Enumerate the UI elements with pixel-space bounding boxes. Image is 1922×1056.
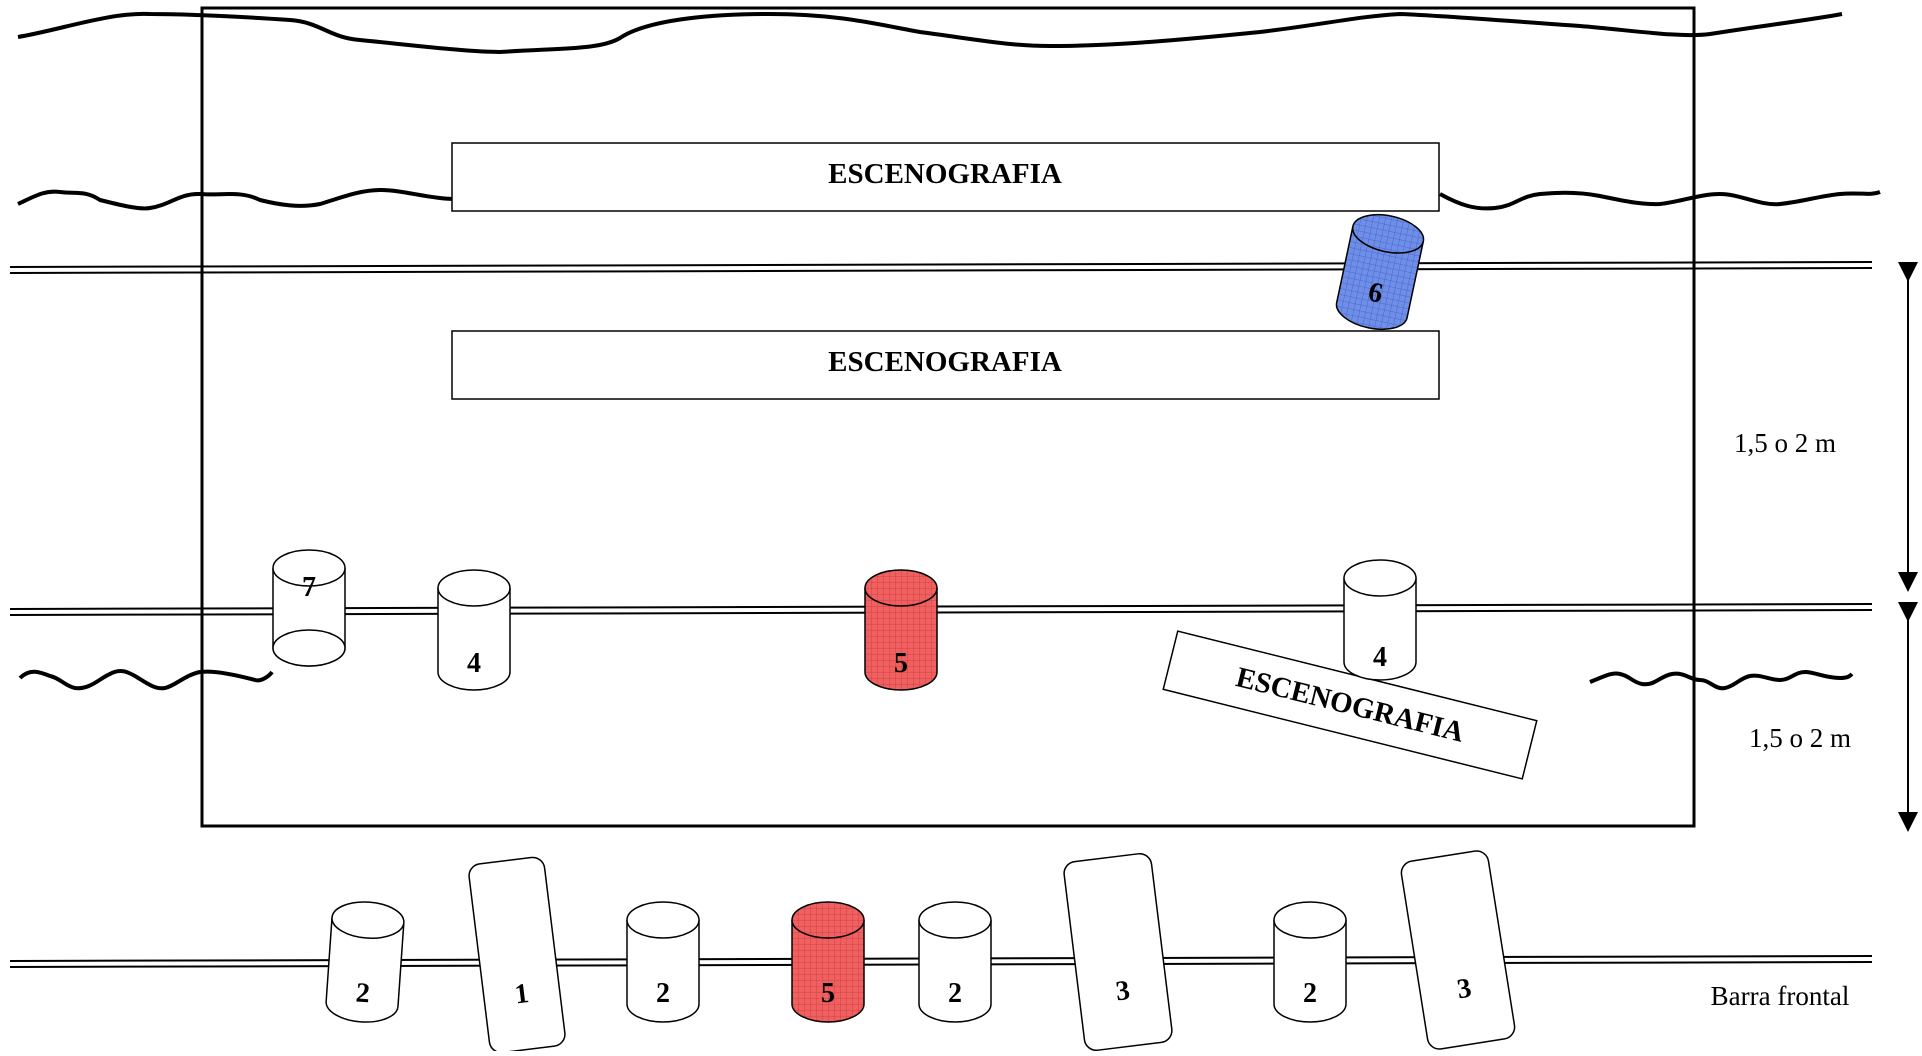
stage-fixture-7: 7 — [272, 549, 346, 667]
curtain-line-top — [17, 11, 1843, 55]
curtain-line-low-left — [18, 668, 274, 691]
fixture-number: 2 — [355, 977, 371, 1009]
fixture-number: 3 — [1114, 975, 1132, 1007]
fixture-number: 7 — [302, 572, 316, 603]
scenery-label-top: ESCENOGRAFIA — [828, 158, 1062, 190]
scenery-box-middle: ESCENOGRAFIA — [451, 330, 1440, 400]
distance-label-upper: 1,5 o 2 m — [1734, 428, 1836, 458]
fixture-number: 4 — [1373, 642, 1387, 673]
curtain-line-middle-right — [1439, 190, 1881, 211]
fixture-number: 6 — [1365, 276, 1385, 309]
front-panel-fixture-3: 3 — [1400, 850, 1516, 1050]
front-panel-fixture-1: 1 — [468, 856, 566, 1054]
fixture-number: 2 — [1303, 978, 1317, 1009]
fixture-number: 3 — [1455, 973, 1474, 1006]
fixture-number: 5 — [821, 978, 835, 1009]
curtain-line-middle-left — [17, 187, 459, 211]
front-fixture-2: 2 — [1273, 901, 1347, 1023]
fixture-number: 2 — [656, 978, 670, 1009]
scenery-box-tilted: ESCENOGRAFIA — [1162, 630, 1538, 780]
lighting-bar-rear — [9, 261, 1873, 274]
stage-fixture-4: 4 — [437, 569, 511, 691]
stage-fixture-4: 4 — [1343, 559, 1417, 681]
distance-label-lower: 1,5 o 2 m — [1749, 723, 1851, 753]
fixture-number: 5 — [894, 648, 908, 679]
scenery-label-middle: ESCENOGRAFIA — [828, 346, 1062, 378]
front-fixture-2: 2 — [325, 901, 405, 1023]
stage-fixture-5: 5 — [864, 569, 938, 691]
fixture-number: 2 — [948, 978, 962, 1009]
front-panel-fixture-3: 3 — [1063, 852, 1173, 1052]
front-bar-label: Barra frontal — [1711, 981, 1850, 1011]
scenery-box-top: ESCENOGRAFIA — [451, 142, 1440, 212]
stage-fixture-6: 6 — [1335, 213, 1425, 330]
front-fixture-2: 2 — [918, 901, 992, 1023]
fixtures-layer: 7 4 5 4 6 2 1 2 5 2 3 2 3 — [272, 213, 1516, 1054]
front-fixture-2: 2 — [626, 901, 700, 1023]
fixture-number: 1 — [513, 978, 531, 1010]
fixture-number: 4 — [467, 648, 481, 679]
stage-outline — [200, 6, 1696, 828]
curtain-line-low-right — [1589, 669, 1854, 691]
front-fixture-5: 5 — [791, 901, 865, 1023]
